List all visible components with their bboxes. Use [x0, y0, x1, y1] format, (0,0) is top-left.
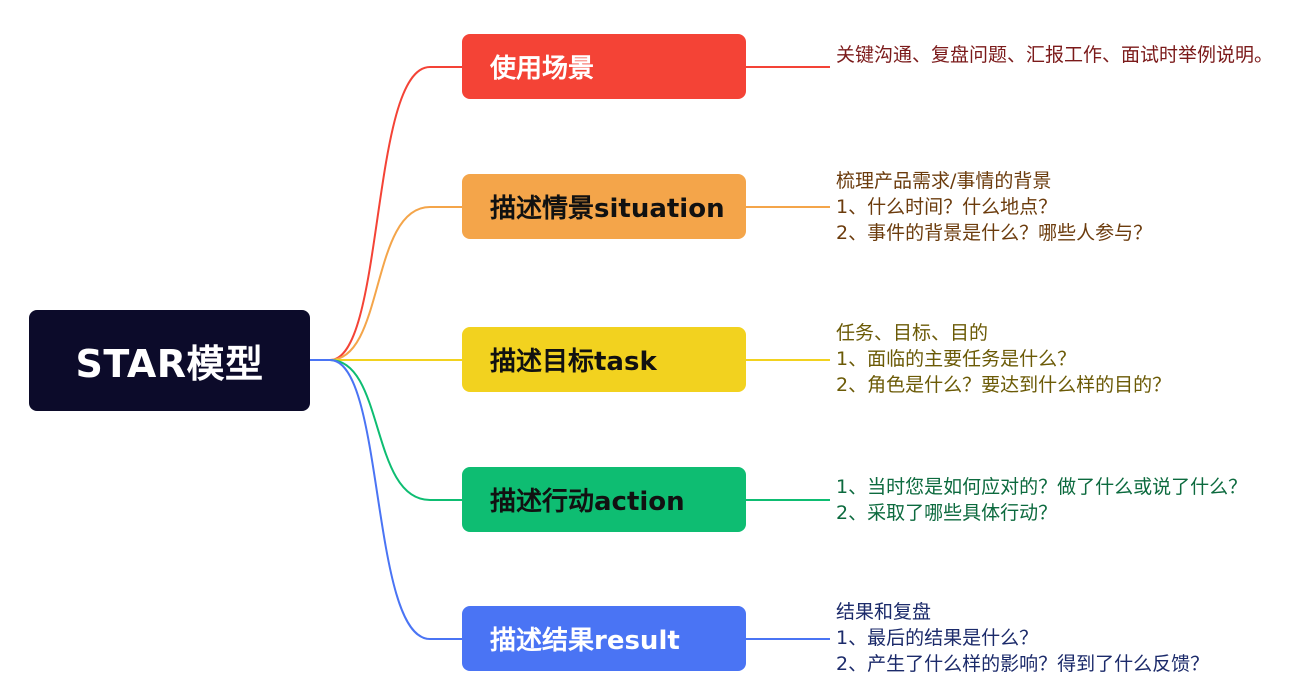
branch-action-label: 描述行动action [490, 487, 685, 517]
branch-usage-label: 使用场景 [490, 54, 595, 84]
branch-situation: 描述情景situation [462, 174, 746, 239]
branch-situation-label: 描述情景situation [490, 194, 725, 224]
root-node: STAR模型 [29, 310, 310, 411]
notes-usage: 关键沟通、复盘问题、汇报工作、面试时举例说明。 [836, 44, 1274, 66]
branch-action: 描述行动action [462, 467, 746, 532]
notes-result: 结果和复盘 1、最后的结果是什么？ 2、产生了什么样的影响？得到了什么反馈？ [836, 601, 1210, 675]
branch-result: 描述结果result [462, 606, 746, 671]
connector-situation [329, 206, 462, 361]
branch-result-label: 描述结果result [490, 626, 680, 656]
root-node-label: STAR模型 [75, 342, 264, 386]
branch-usage: 使用场景 [462, 34, 746, 99]
notes-situation: 梳理产品需求/事情的背景 1、什么时间？什么地点？ 2、事件的背景是什么？哪些人… [836, 170, 1153, 244]
connector-usage [329, 66, 462, 361]
notes-action: 1、当时您是如何应对的？做了什么或说了什么？ 2、采取了哪些具体行动？ [836, 476, 1248, 524]
branch-task: 描述目标task [462, 327, 746, 392]
branch-task-label: 描述目标task [490, 347, 657, 377]
connector-result [329, 359, 462, 640]
notes-task: 任务、目标、目的 1、面临的主要任务是什么？ 2、角色是什么？要达到什么样的目的… [836, 322, 1172, 396]
connector-action [329, 359, 462, 501]
